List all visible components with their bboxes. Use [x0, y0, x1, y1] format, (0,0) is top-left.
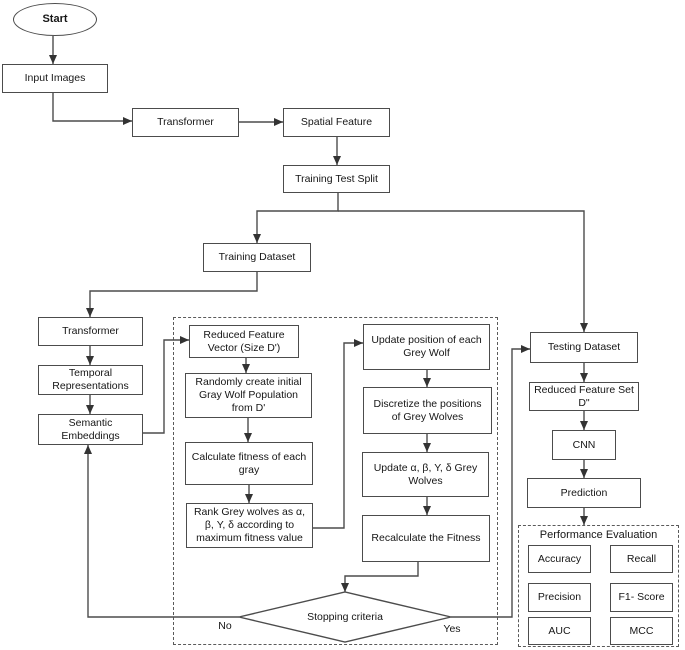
node-recalculate-fitness: Recalculate the Fitness [362, 515, 490, 562]
performance-evaluation-title: Performance Evaluation [539, 529, 658, 541]
edge-input-images-transformer [52, 93, 132, 125]
metric-mcc: MCC [610, 617, 673, 645]
node-input-images: Input Images [2, 64, 108, 93]
node-temporal-representations: Temporal Representations [38, 365, 143, 395]
edge-training-dataset-transformer [86, 272, 258, 317]
node-transformer-spatial: Transformer [132, 108, 239, 137]
node-stopping-criteria-label: Stopping criteria [307, 611, 383, 623]
decision-diamond-stopping-criteria [238, 591, 452, 643]
node-testing-dataset: Testing Dataset [530, 332, 638, 363]
node-random-population: Randomly create initial Gray Wolf Popula… [185, 373, 312, 418]
metric-recall: Recall [610, 545, 673, 573]
node-start: Start [13, 3, 97, 36]
edge-label-yes: Yes [443, 623, 461, 635]
node-reduced-feature-set: Reduced Feature Set D" [529, 382, 639, 411]
metric-auc: AUC [528, 617, 591, 645]
edge-split-testing-dataset [338, 210, 588, 332]
edge-stopping-yes-testing [451, 345, 530, 618]
edge-rank-update-position [313, 339, 363, 529]
node-prediction: Prediction [527, 478, 641, 508]
node-discretize: Discretize the positions of Grey Wolves [363, 387, 492, 434]
metric-f1-score: F1- Score [610, 583, 673, 612]
edge-stopping-no-semantic [84, 445, 239, 618]
node-update-position: Update position of each Grey Wolf [363, 324, 490, 370]
edge-recalculate-stopping [341, 562, 419, 592]
metric-accuracy: Accuracy [528, 545, 591, 573]
node-update-abyd: Update α, β, Y, δ Grey Wolves [362, 452, 489, 497]
node-semantic-embeddings: Semantic Embeddings [38, 414, 143, 445]
edge-split-training-dataset [253, 193, 339, 243]
node-transformer-temporal: Transformer [38, 317, 143, 346]
edge-semantic-reduced-feature-vector [143, 336, 189, 434]
node-training-test-split: Training Test Split [283, 165, 390, 193]
edge-label-no: No [218, 620, 232, 632]
node-rank-wolves: Rank Grey wolves as α, β, Y, δ according… [186, 503, 313, 548]
node-reduced-feature-vector: Reduced Feature Vector (Size D') [189, 325, 299, 358]
node-calculate-fitness: Calculate fitness of each gray [185, 442, 313, 485]
node-spatial-feature: Spatial Feature [283, 108, 390, 137]
node-training-dataset: Training Dataset [203, 243, 311, 272]
node-cnn: CNN [552, 430, 616, 460]
metric-precision: Precision [528, 583, 591, 612]
